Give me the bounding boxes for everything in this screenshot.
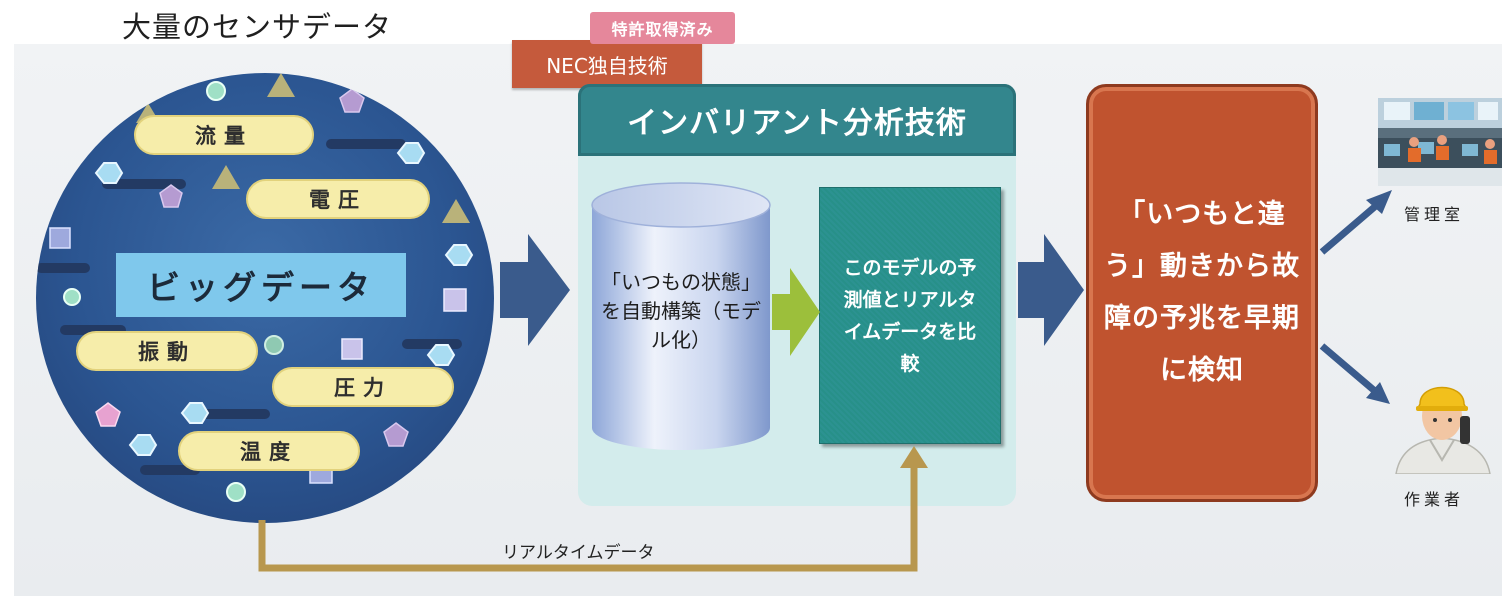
arrowhead-worker	[1366, 382, 1390, 404]
feedback-arrowhead	[900, 446, 928, 468]
sensor-voltage-pill: 電圧	[246, 179, 430, 219]
decor-pentagon	[95, 402, 121, 427]
decor-circle	[206, 81, 226, 101]
control-room-icon	[1378, 98, 1502, 186]
decor-dash	[402, 339, 462, 349]
decor-triangle	[442, 199, 470, 223]
decor-square	[341, 338, 363, 360]
arrow-to-panel	[500, 234, 570, 346]
sensor-flow-pill: 流量	[134, 115, 314, 155]
decor-triangle	[212, 165, 240, 189]
compare-box: このモデルの予測値とリアルタイムデータを比較	[819, 187, 1001, 444]
decor-triangle	[267, 73, 295, 97]
sensor-pressure-pill: 圧力	[272, 367, 454, 407]
arrowhead-control-room	[1366, 190, 1392, 214]
control-room-label: 管理室	[1404, 205, 1465, 224]
worker-icon	[1395, 386, 1491, 474]
decor-circle	[226, 482, 246, 502]
compare-label: このモデルの予測値とリアルタイムデータを比較	[843, 256, 977, 375]
sensor-temperature-pill: 温度	[178, 431, 360, 471]
big-data-circle: 流量 電圧 ビッグデータ 振動 圧力 温度	[36, 73, 494, 523]
decor-pentagon	[383, 422, 409, 447]
decor-dash	[60, 325, 126, 335]
decor-shapes	[49, 73, 474, 502]
decor-hexagon	[396, 142, 426, 164]
cylinder-top	[591, 182, 771, 228]
cylinder-body	[592, 205, 770, 450]
arrow-to-control-room	[1319, 201, 1381, 255]
anomaly-detection-box: 「いつもと違う」動きから故障の予兆を早期に検知	[1086, 84, 1318, 502]
worker-label: 作業者	[1404, 490, 1465, 509]
decor-hexagon	[94, 162, 124, 184]
decor-hexagon	[180, 402, 210, 424]
decor-circle	[63, 288, 81, 306]
arrow-to-result	[1018, 234, 1084, 346]
decor-dash	[102, 179, 186, 189]
model-label: 「いつもの状態」を自動構築（モデル化）	[601, 270, 761, 352]
sensor-vibration-pill: 振動	[76, 331, 258, 371]
decor-pentagon	[339, 88, 365, 113]
feedback-line	[258, 466, 918, 572]
arrow-to-worker	[1319, 343, 1379, 395]
decor-square	[443, 288, 467, 312]
decor-dash	[196, 409, 270, 419]
sensor-data-title: 大量のセンサデータ	[122, 10, 393, 44]
technology-panel-title: インバリアント分析技術	[578, 84, 1016, 156]
decor-hexagon	[444, 244, 474, 266]
big-data-label: ビッグデータ	[116, 253, 406, 317]
result-text: 「いつもと違う」動きから故障の予兆を早期に検知	[1104, 199, 1300, 386]
nec-technology-tag: NEC独自技術	[512, 40, 702, 88]
feedback-label: リアルタイムデータ	[502, 543, 655, 563]
decor-pentagon	[159, 184, 183, 208]
decor-circle	[264, 335, 284, 355]
decor-hexagon	[426, 344, 456, 366]
decor-dash	[36, 263, 90, 273]
arrow-to-compare	[772, 268, 820, 356]
decor-dash	[140, 465, 200, 475]
decor-square	[49, 227, 71, 249]
decor-hexagon	[128, 434, 158, 456]
decor-dash	[326, 139, 406, 149]
patent-badge: 特許取得済み	[590, 12, 735, 44]
